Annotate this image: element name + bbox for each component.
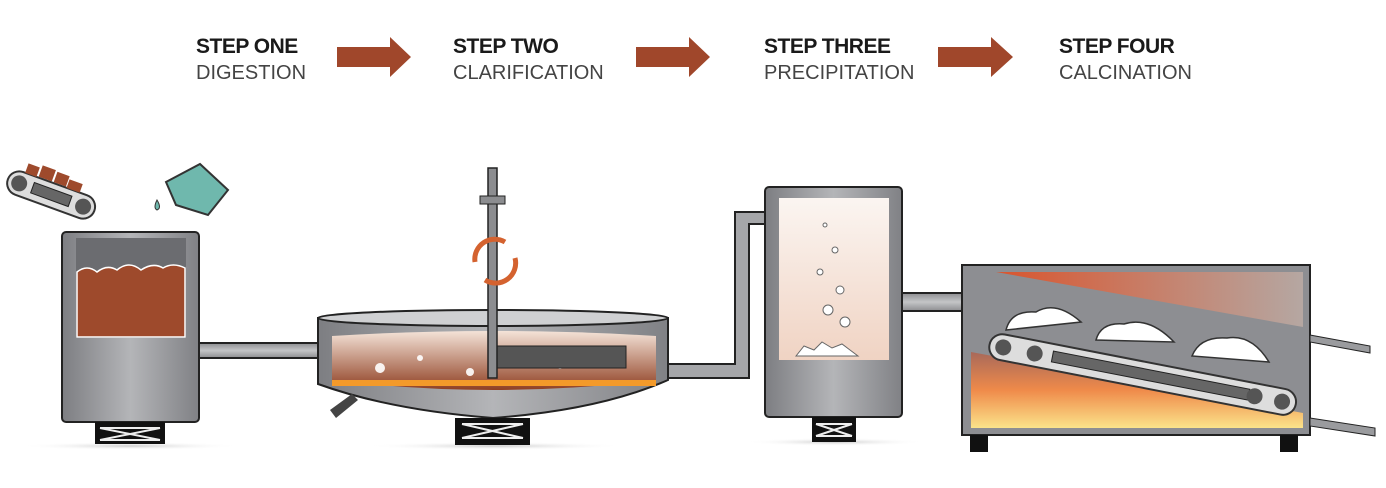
clarifier-tank <box>317 167 669 445</box>
step-name: PRECIPITATION <box>764 62 915 84</box>
ore-conveyor-icon <box>6 163 97 220</box>
step-name: CALCINATION <box>1059 62 1192 84</box>
sediment <box>332 380 656 386</box>
step-one: STEP ONE DIGESTION <box>196 33 306 87</box>
step-title: STEP FOUR <box>1059 35 1175 58</box>
step-name: DIGESTION <box>196 62 307 84</box>
water-pitcher-icon <box>154 162 230 217</box>
digester-tank <box>6 162 230 444</box>
step-title: STEP THREE <box>764 35 891 58</box>
rotate-arrows-icon <box>472 236 519 286</box>
step-three: STEP THREE PRECIPITATION <box>764 33 914 87</box>
precipitation-tank <box>764 186 903 442</box>
step-four: STEP FOUR CALCINATION <box>1059 33 1192 87</box>
alumina-pile <box>1005 307 1271 363</box>
step-name: CLARIFICATION <box>453 62 604 84</box>
arrow-icon <box>337 37 1013 77</box>
kiln-conveyor <box>988 333 1298 416</box>
step-title: STEP ONE <box>196 35 298 58</box>
step-two: STEP TWO CLARIFICATION <box>453 33 604 87</box>
step-title: STEP TWO <box>453 35 559 58</box>
calcination-kiln <box>961 264 1376 452</box>
